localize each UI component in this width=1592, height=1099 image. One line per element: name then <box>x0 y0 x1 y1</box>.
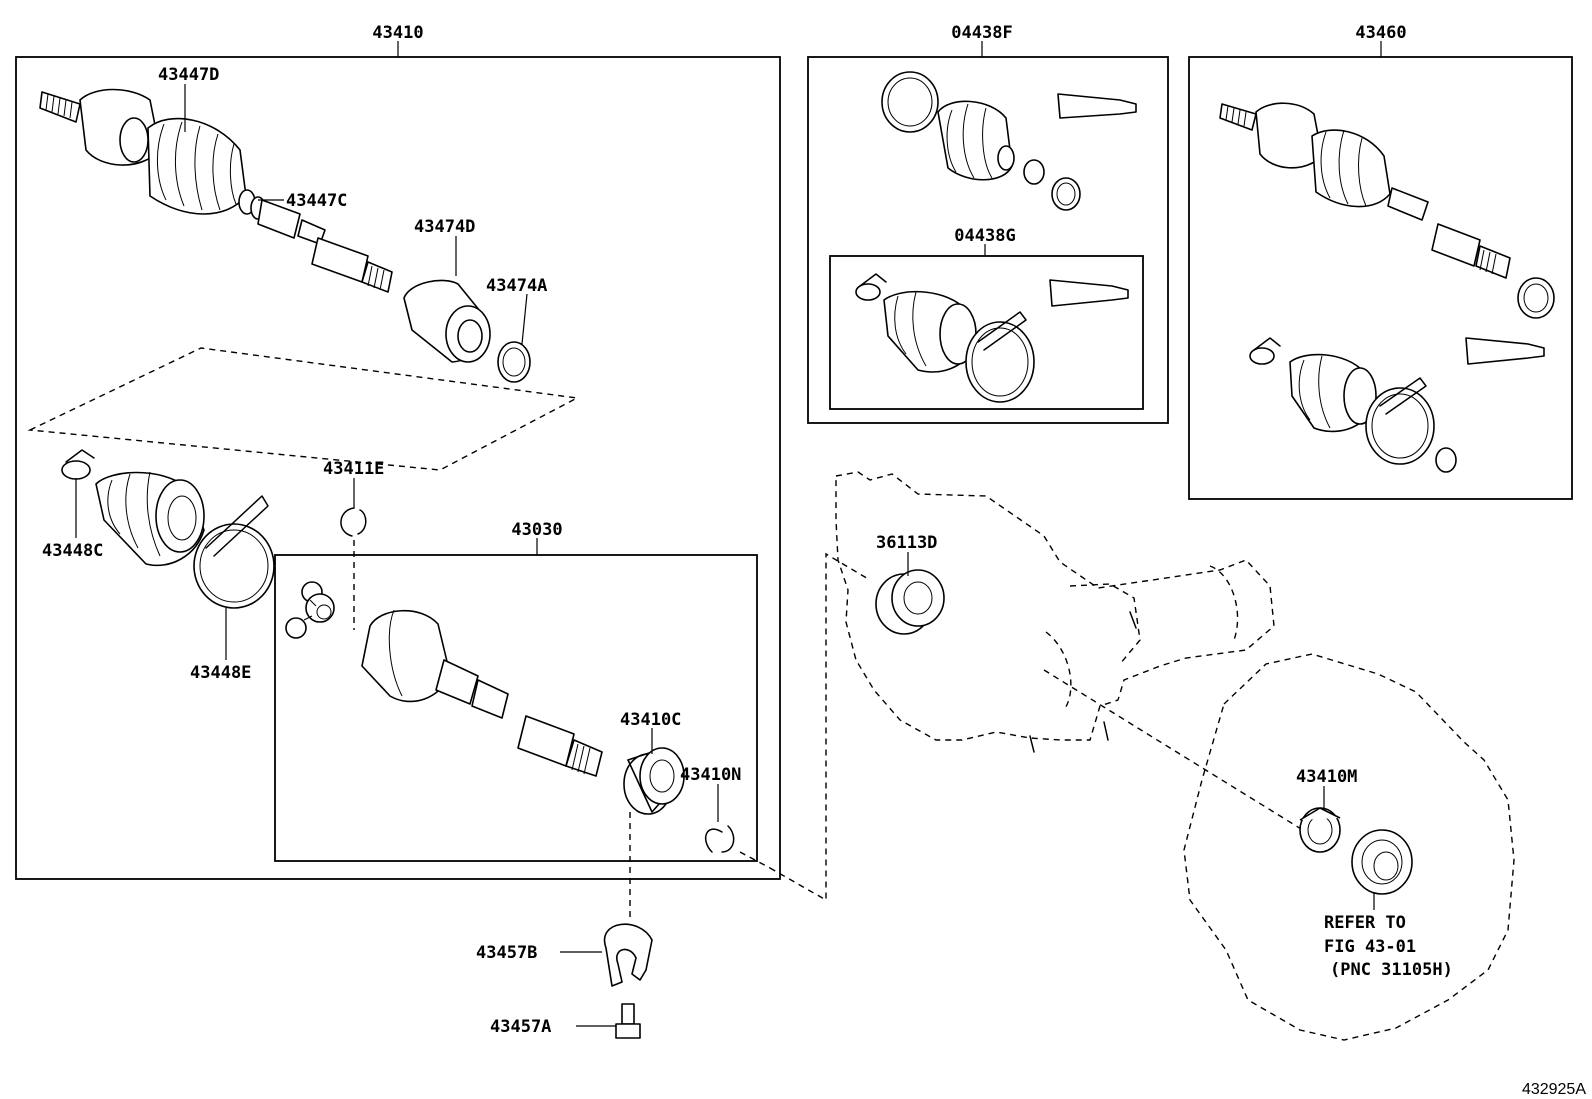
damper-clamp <box>497 341 531 383</box>
leader-lines <box>75 84 1375 1027</box>
transaxle-outline <box>1183 653 1515 1041</box>
oil-seal-43410M <box>1299 807 1341 853</box>
tripod-joint <box>285 581 335 639</box>
box-04438F-boot-kit <box>807 41 1169 424</box>
label-43474D: 43474D <box>414 217 475 237</box>
oil-seal-36113D <box>875 569 945 635</box>
box-43460-drive-shaft-assy <box>1188 41 1573 500</box>
kit-04438F-parts <box>881 71 1137 211</box>
label-43447C: 43447C <box>286 191 347 211</box>
label-04438G: 04438G <box>954 226 1015 246</box>
label-43030: 43030 <box>511 520 562 540</box>
inboard-boot-large-clamp <box>193 495 275 609</box>
inboard-joint-housing-shaft <box>361 609 603 777</box>
box-04438G-boot-kit <box>829 244 1144 410</box>
box-43410-drive-shaft-assy <box>15 41 781 880</box>
bolt-43457A <box>615 1003 641 1039</box>
dynamic-damper <box>403 279 491 363</box>
label-43448E: 43448E <box>190 663 251 683</box>
note-line-1: REFER TO <box>1324 913 1406 933</box>
label-43410N: 43410N <box>680 765 741 785</box>
label-43410M: 43410M <box>1296 767 1357 787</box>
label-43447D: 43447D <box>158 65 219 85</box>
label-36113D: 36113D <box>876 533 937 553</box>
dashed-axis-line <box>1043 669 1307 833</box>
oil-seal-refer <box>1351 829 1413 895</box>
label-43410: 43410 <box>372 23 423 43</box>
snap-ring-43410N <box>704 825 771 869</box>
label-04438F: 04438F <box>951 23 1012 43</box>
label-43448C: 43448C <box>42 541 103 561</box>
assy-43460-parts <box>1219 102 1555 473</box>
outboard-cv-joint-shaft <box>39 88 393 293</box>
transfer-case-outline <box>835 471 1275 753</box>
bracket-43457B <box>603 923 653 987</box>
bearing-43410C <box>623 747 685 920</box>
label-43460: 43460 <box>1355 23 1406 43</box>
label-43410C: 43410C <box>620 710 681 730</box>
dashed-connector <box>769 552 871 902</box>
label-43457A: 43457A <box>490 1017 551 1037</box>
label-43411E: 43411E <box>323 459 384 479</box>
label-43457B: 43457B <box>476 943 537 963</box>
inboard-boot <box>95 471 205 567</box>
inboard-boot-small-clamp <box>61 449 95 480</box>
note-line-2: FIG 43-01 <box>1324 937 1416 957</box>
label-43474A: 43474A <box>486 276 547 296</box>
note-line-3: (PNC 31105H) <box>1330 960 1453 980</box>
figure-id: 432925A <box>1522 1081 1586 1098</box>
snap-ring-43411E <box>340 507 367 630</box>
kit-04438G-parts <box>855 273 1129 403</box>
boot-kit-dashed-outline <box>27 347 580 471</box>
box-43030-inboard-joint-assy <box>274 538 758 862</box>
